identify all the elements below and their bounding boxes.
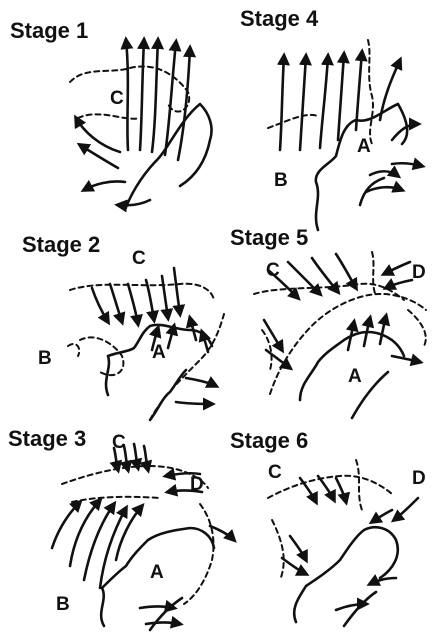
stage-5-label-d: D [412,262,426,283]
stage-5-title: Stage 5 [230,225,308,250]
stage-5-label-a: A [348,366,362,387]
stage-4-dashed-line [368,40,373,144]
stage-5-right-dashed [408,310,426,346]
stage-5-upper-dashed [254,284,404,300]
stage-6-front-line-2 [344,592,376,626]
stage-4-label-a: A [357,136,371,157]
stage-2-front-line-2 [150,370,186,420]
stage-2-label-a: A [152,342,166,363]
stage-3-front-line-2 [150,598,182,630]
stage-1-label-c: C [110,88,124,109]
stage-4-front-line-2 [360,178,384,205]
stage-4-front-line [316,104,407,230]
stage-5-flow-arrows [264,254,420,368]
stage-2-label-b: B [38,348,52,369]
panel-stage-3: Stage 3 C D A B [8,426,234,630]
stage-3-label-a: A [150,562,164,583]
stage-2-title: Stage 2 [22,232,100,257]
stage-6-label-c: C [268,462,282,483]
stage-6-label-d: D [412,468,426,489]
stage-5-label-c: C [266,260,280,281]
stage-5-top-dashed [372,252,376,296]
panel-stage-5: Stage 5 C D A [230,225,426,418]
stage-2-flow-arrows [92,268,216,404]
stage-2-small-dashed [68,344,79,356]
stage-2-label-c: C [132,248,146,269]
stage-3-mid-dashed [72,497,160,502]
panel-stage-6: Stage 6 C D [230,428,426,626]
stage-2-cold-front [80,337,123,375]
stage-4-dashed-line-2 [268,115,318,128]
stage-6-top-dashed [356,460,362,510]
stage-1-title: Stage 1 [10,18,88,43]
stage-6-title: Stage 6 [230,428,308,453]
stage-4-title: Stage 4 [240,6,319,31]
panel-stage-2: Stage 2 C A B [22,232,224,420]
stage-3-label-d: D [190,474,204,495]
stage-3-label-b: B [56,594,70,615]
stage-1-dashed-line [78,114,140,118]
stage-1-flow-arrows [76,40,190,205]
stage-3-title: Stage 3 [8,426,86,451]
stage-2-upper-dashed [70,284,214,300]
panel-stage-4: Stage 4 A B [240,6,422,230]
stage-3-right-dashed [184,504,214,604]
stage-3-label-c: C [112,432,126,453]
stage-6-left-dashed [272,520,284,580]
panel-stage-1: Stage 1 C [10,18,212,210]
stage-3-upper-dashed [62,466,208,488]
stage-4-label-b: B [274,170,288,191]
